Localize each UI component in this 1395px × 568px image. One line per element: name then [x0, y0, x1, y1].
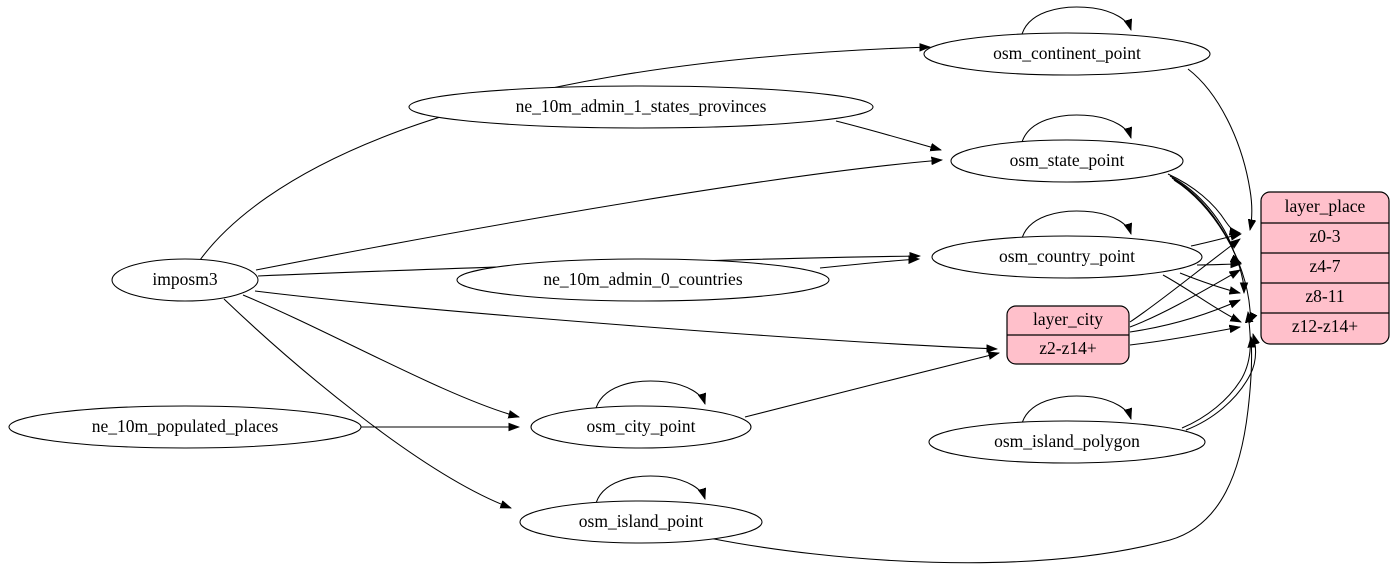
edge-ne-admin0-to-osm-country-point	[819, 259, 919, 269]
edge-ne-admin1-to-osm-state-point	[835, 120, 941, 150]
node-label-ne-10m-admin-1-states-provinces: ne_10m_admin_1_states_provinces	[516, 96, 767, 116]
layer-city-row-z2-z14[interactable]: z2-z14+	[1039, 338, 1097, 358]
edge-osm-country-point-to-layer-place-z8-11	[1179, 272, 1240, 293]
edge-osm-island-point-to-layer-place-z12-z14	[708, 337, 1252, 564]
node-osm-island-point[interactable]: osm_island_point	[519, 500, 763, 544]
edge-layer	[199, 6, 1256, 564]
edge-imposm3-to-osm-continent-point	[199, 47, 930, 261]
node-label-imposm3: imposm3	[152, 269, 217, 289]
layer-place-row-z0-3[interactable]: z0-3	[1309, 226, 1340, 246]
layer-place-box[interactable]	[1260, 191, 1390, 345]
edge-imposm3-to-osm-island-point	[223, 298, 511, 509]
edge-osm-state-point-to-layer-place-z0-3	[1167, 173, 1240, 233]
layer-place-header: layer_place	[1285, 196, 1366, 216]
node-label-osm-state-point: osm_state_point	[1010, 150, 1125, 170]
node-osm-state-point[interactable]: osm_state_point	[950, 139, 1184, 183]
node-ne-10m-admin-0-countries[interactable]: ne_10m_admin_0_countries	[456, 258, 830, 302]
node-osm-city-point[interactable]: osm_city_point	[530, 405, 752, 449]
node-label-osm-island-point: osm_island_point	[579, 511, 704, 531]
node-label-osm-country-point: osm_country_point	[999, 246, 1135, 266]
node-osm-country-point[interactable]: osm_country_point	[931, 235, 1203, 279]
edge-imposm3-to-osm-state-point	[255, 160, 942, 271]
layer-city-node[interactable]: layer_city z2-z14+	[1006, 305, 1130, 365]
layer-place-node[interactable]: layer_place z0-3 z4-7 z8-11 z12-z14+	[1260, 191, 1390, 345]
layer-city-header: layer_city	[1033, 309, 1103, 329]
layer-place-row-z8-11[interactable]: z8-11	[1305, 286, 1344, 306]
edge-imposm3-to-osm-city-point	[242, 294, 519, 417]
self-loop-osm-continent-point	[1020, 6, 1131, 39]
layer-place-row-z12-z14[interactable]: z12-z14+	[1292, 316, 1358, 336]
edge-osm-island-polygon-to-layer-place-z8-11	[1181, 312, 1250, 429]
node-label-ne-10m-admin-0-countries: ne_10m_admin_0_countries	[543, 269, 742, 289]
node-label-osm-city-point: osm_city_point	[587, 416, 696, 436]
node-label-osm-island-polygon: osm_island_polygon	[994, 431, 1140, 451]
edge-layer-city-to-layer-place-z0-3	[1129, 239, 1240, 323]
edge-osm-country-point-to-layer-place-z12-z14	[1162, 274, 1241, 323]
layer-place-row-z4-7[interactable]: z4-7	[1309, 256, 1340, 276]
edge-layer-city-to-layer-place-z8-11	[1129, 299, 1240, 333]
self-loop-osm-island-polygon	[1020, 395, 1131, 428]
edge-imposm3-to-layer-city	[254, 290, 997, 349]
node-ne-10m-admin-1-states-provinces[interactable]: ne_10m_admin_1_states_provinces	[408, 85, 874, 129]
self-loop-osm-city-point	[594, 380, 705, 413]
edge-layer-city-to-layer-place-z4-7	[1129, 270, 1240, 328]
node-label-osm-continent-point: osm_continent_point	[993, 43, 1141, 63]
self-loop-osm-country-point	[1020, 210, 1131, 243]
node-osm-continent-point[interactable]: osm_continent_point	[923, 32, 1211, 76]
node-layer: imposm3 ne_10m_populated_places ne_10m_a…	[8, 32, 1211, 544]
node-imposm3[interactable]: imposm3	[111, 258, 259, 302]
node-label-ne-10m-populated-places: ne_10m_populated_places	[92, 416, 279, 436]
edge-osm-country-point-to-layer-place-z0-3	[1190, 234, 1241, 247]
edge-osm-city-point-to-layer-city	[744, 353, 999, 418]
edge-osm-country-point-to-layer-place-z4-7	[1196, 264, 1241, 265]
edge-layer-city-to-layer-place-z12-z14	[1129, 327, 1240, 346]
edge-osm-island-polygon-to-layer-place-z12-z14	[1185, 334, 1256, 431]
edge-osm-continent-point-to-layer-place-z0-3	[1187, 68, 1252, 230]
self-loop-osm-state-point	[1020, 114, 1131, 147]
node-osm-island-polygon[interactable]: osm_island_polygon	[928, 420, 1206, 464]
self-loop-osm-island-point	[594, 475, 705, 508]
node-ne-10m-populated-places[interactable]: ne_10m_populated_places	[8, 405, 362, 449]
